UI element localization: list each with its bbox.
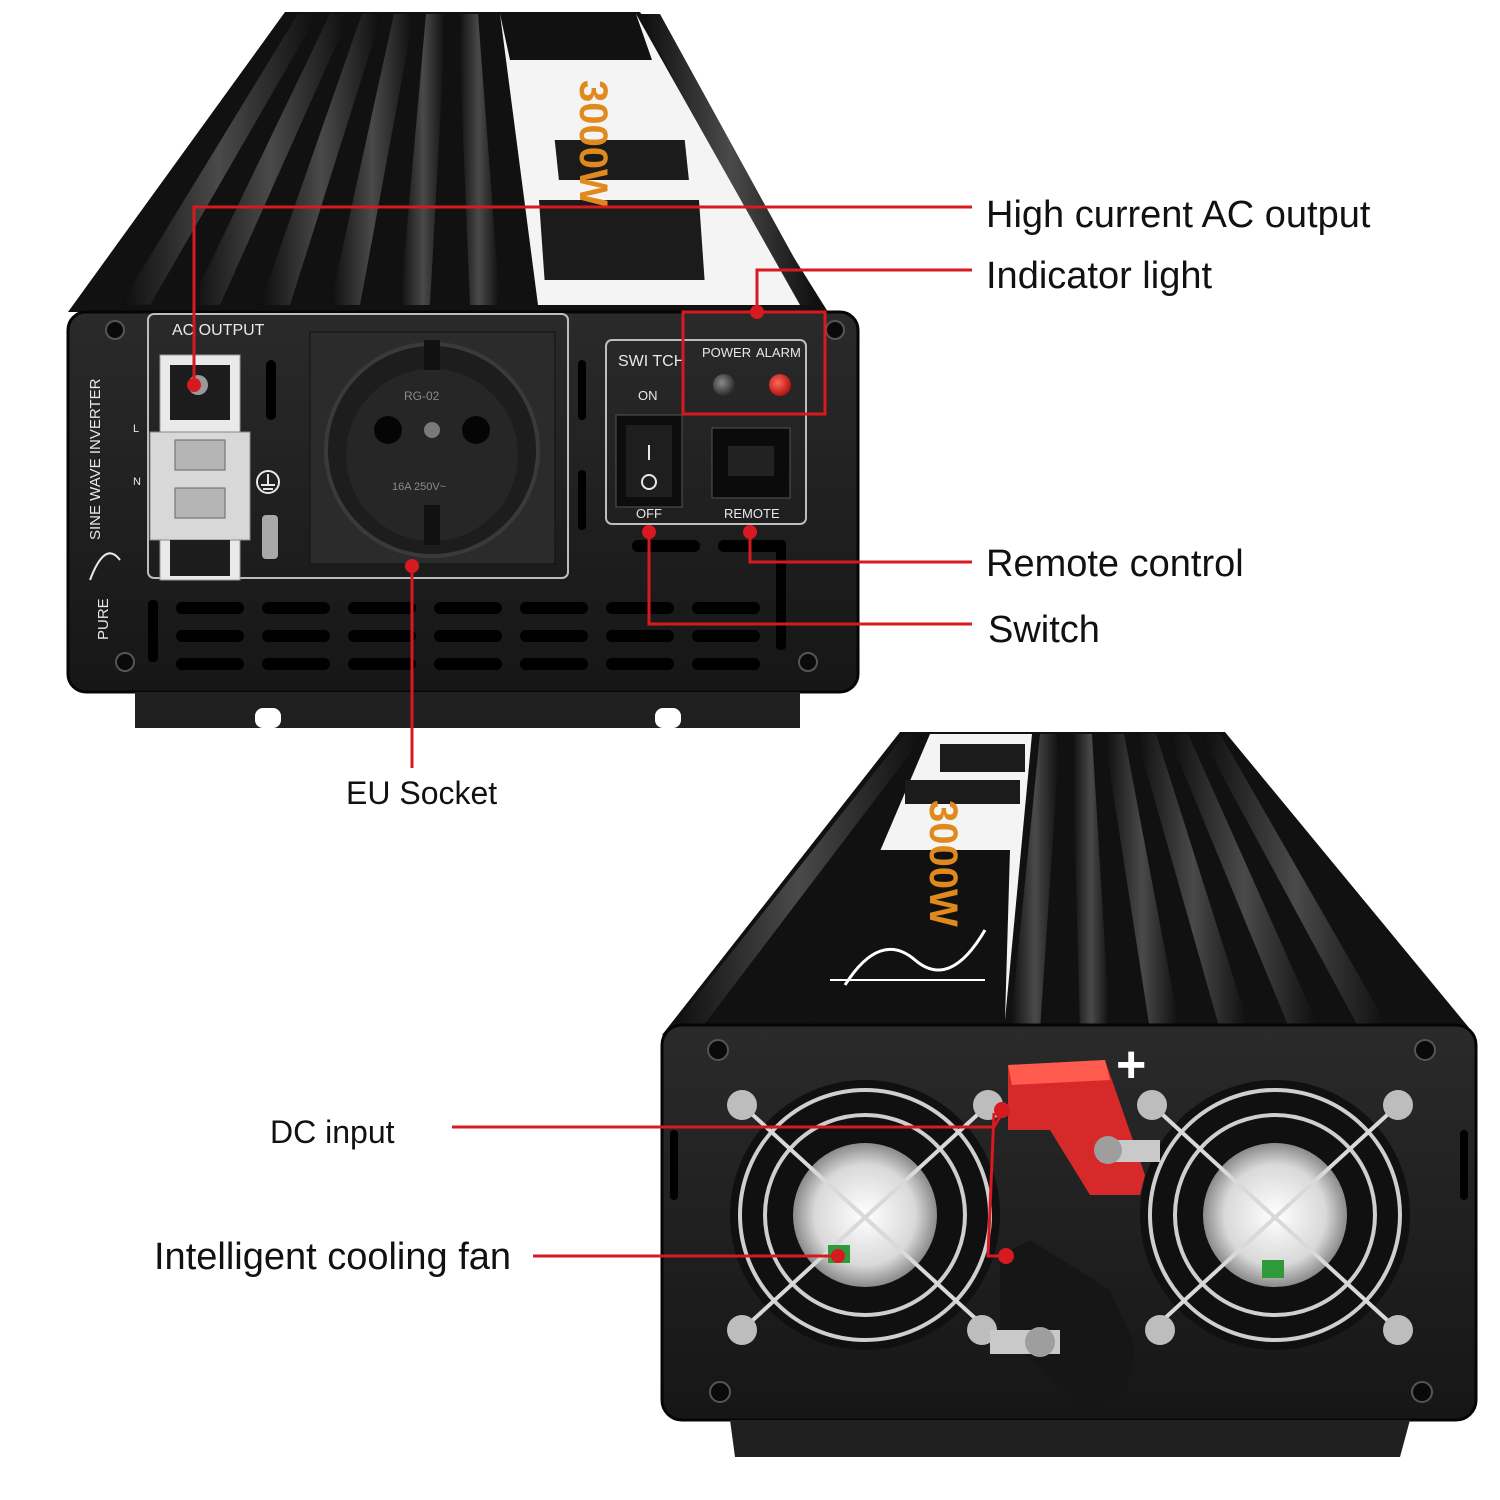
bottom-inverter-fins	[670, 734, 1390, 1030]
sine-wave-icon	[89, 552, 121, 581]
terminal-n-label: N	[133, 476, 141, 488]
screw-icon	[707, 1039, 1436, 1403]
switch-label: SWI TCH	[618, 353, 685, 370]
bottom-spec-table	[940, 744, 1025, 772]
alarm-label: ALARM	[756, 345, 801, 360]
callout-switch: Switch	[988, 609, 1100, 651]
power-indicator-led-icon	[713, 374, 735, 396]
side-text-sine: SINE WAVE INVERTER	[87, 378, 104, 540]
line-ac-output	[192, 205, 972, 385]
callout-high-current-ac-output: High current AC output	[986, 194, 1371, 236]
bottom-inverter: 3000W	[660, 732, 1478, 1457]
ground-icon	[256, 470, 280, 494]
terminal-l-label: L	[133, 423, 139, 435]
callout-dc-input: DC input	[270, 1114, 395, 1150]
callout-dots	[187, 305, 1014, 1264]
top-base-plate	[135, 692, 800, 728]
line-indicator	[755, 268, 972, 312]
line-remote	[748, 532, 972, 564]
callout-eu-socket: EU Socket	[346, 775, 498, 811]
top-spec-table	[538, 200, 705, 280]
eu-socket: RG-02 16A 250V~	[309, 331, 556, 565]
sine-wave-icon	[843, 929, 987, 986]
callout-indicator-light: Indicator light	[986, 255, 1213, 297]
side-text-pure: PURE	[95, 598, 112, 640]
switch-on-label: ON	[638, 388, 658, 403]
hardwire-terminal	[149, 354, 251, 581]
left-fan-grill-icon	[727, 1080, 1003, 1350]
top-vents	[148, 540, 786, 670]
ground-bolt	[262, 515, 278, 559]
top-rating-text: 3000W	[571, 80, 615, 207]
top-inverter: 3000W SINE WAVE INVERTER PURE AC OUTPUT …	[66, 12, 860, 728]
rj45-port-icon	[711, 427, 791, 499]
ac-output-panel	[147, 313, 569, 579]
socket-rating-text: 16A 250V~	[392, 481, 446, 493]
dc-negative-terminal	[990, 1240, 1135, 1410]
line-switch	[647, 532, 972, 626]
top-inverter-fins	[120, 14, 820, 305]
dc-positive-terminal	[1008, 1060, 1160, 1195]
remote-label: REMOTE	[724, 506, 780, 521]
bottom-spec-box	[905, 780, 1020, 804]
plus-sign: +	[1116, 1036, 1146, 1094]
right-fan-grill-icon	[1137, 1080, 1413, 1350]
callout-intelligent-cooling-fan: Intelligent cooling fan	[154, 1236, 512, 1278]
socket-model-text: RG-02	[404, 389, 440, 403]
screw-icon	[105, 320, 845, 672]
top-spec-box	[554, 140, 689, 180]
rocker-switch-icon	[615, 414, 683, 508]
control-panel	[605, 339, 807, 525]
callout-remote-control: Remote control	[986, 543, 1244, 585]
bottom-rating-text: 3000W	[921, 800, 965, 927]
bottom-base-plate	[730, 1420, 1410, 1457]
ac-output-label: AC OUTPUT	[172, 322, 265, 339]
power-label: POWER	[702, 345, 751, 360]
alarm-indicator-led-icon	[769, 374, 791, 396]
switch-off-label: OFF	[636, 506, 662, 521]
